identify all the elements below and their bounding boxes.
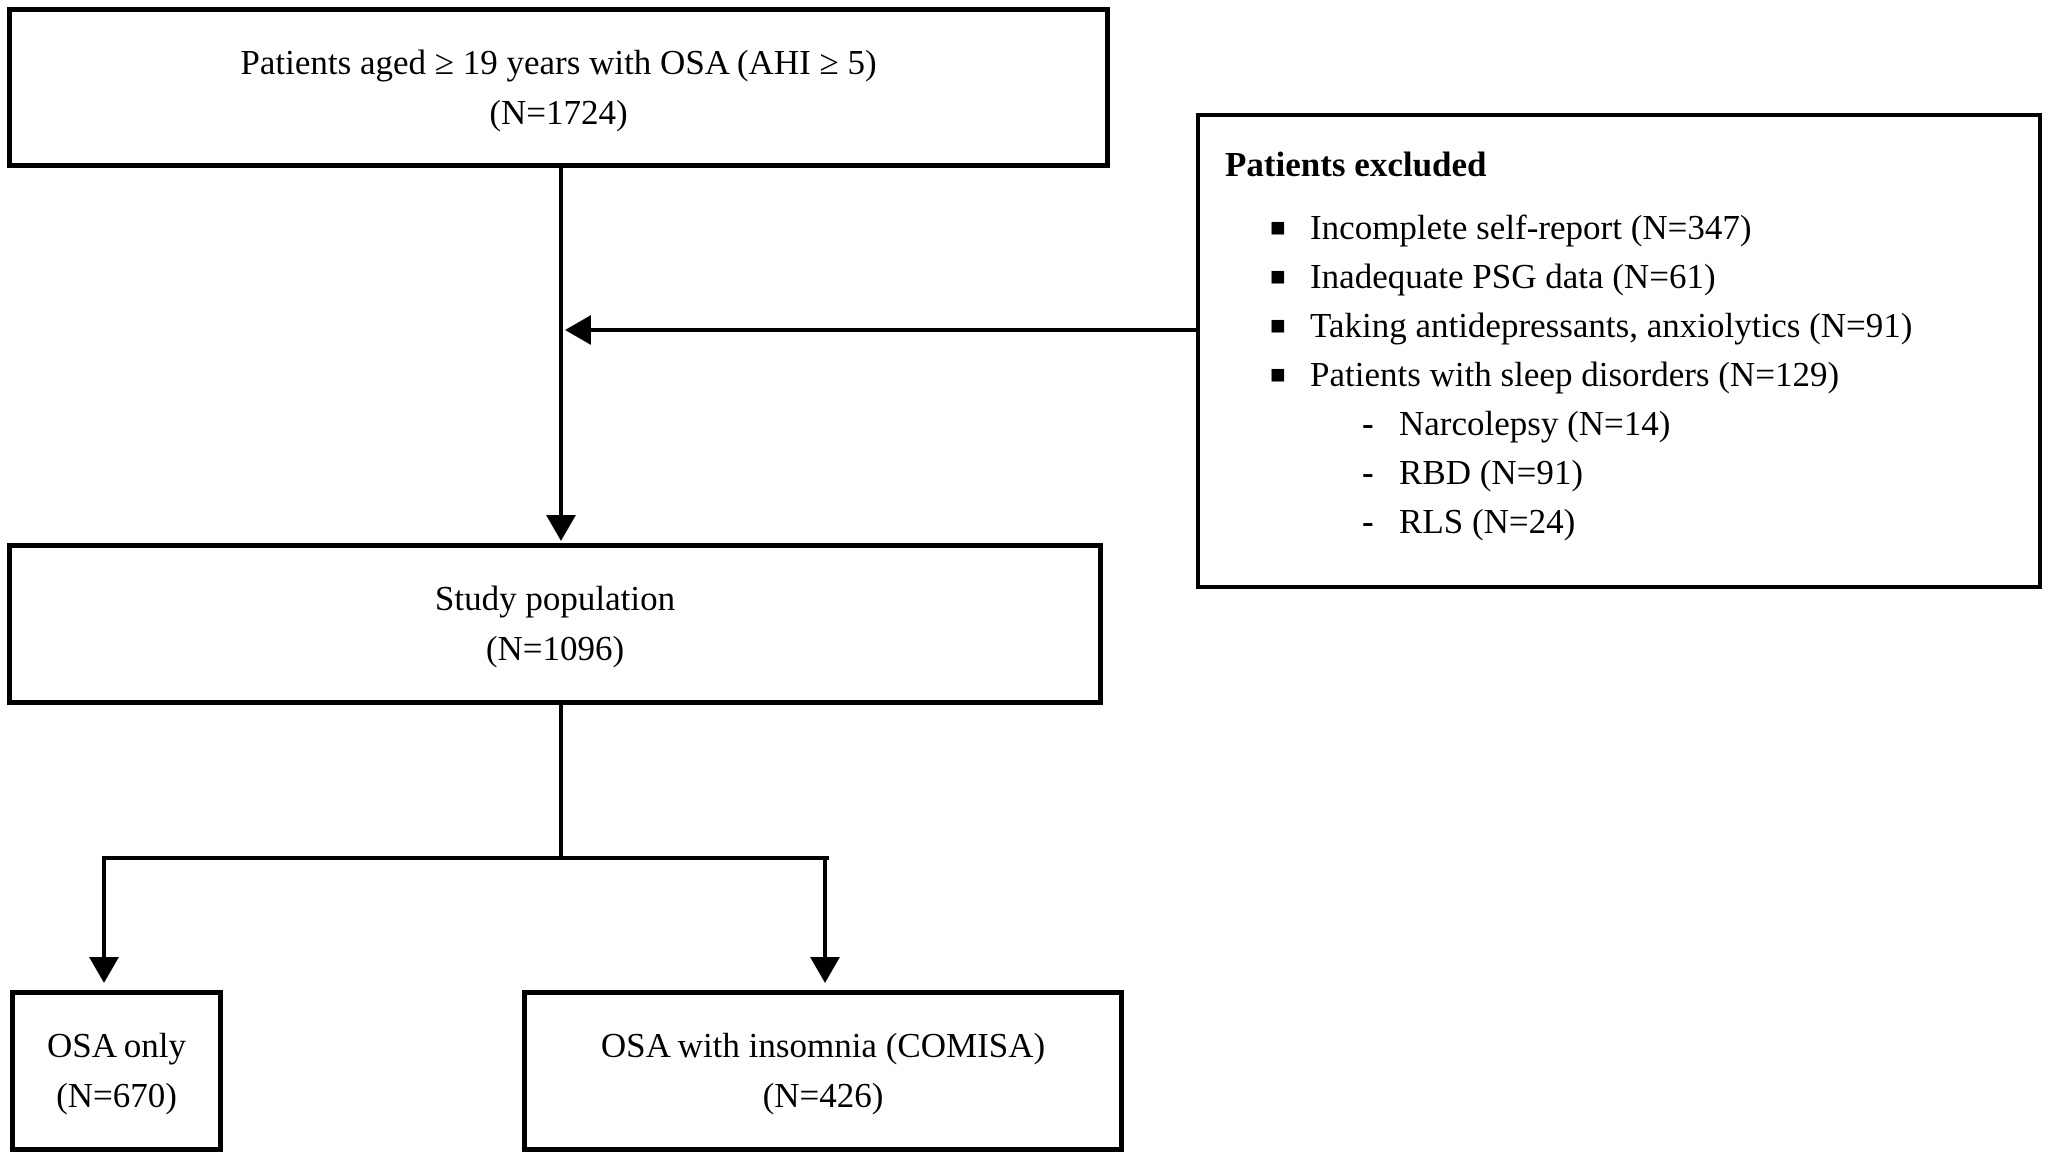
dash-bullet-icon: - (1362, 404, 1374, 443)
connector-excluded-to-main (586, 328, 1196, 332)
excluded-item-label: Taking antidepressants, anxiolytics (N=9… (1310, 306, 1913, 345)
excluded-item-label: Patients with sleep disorders (N=129) (1310, 355, 1840, 394)
osa-only-count: (N=670) (56, 1076, 177, 1115)
square-bullet-icon: ■ (1270, 262, 1286, 291)
study-population-label: Study population (434, 579, 676, 618)
connector-eligible-to-study (559, 164, 563, 515)
eligible-patients-label: Patients aged ≥ 19 years with OSA (AHI ≥… (240, 42, 877, 82)
comisa-count: (N=426) (762, 1076, 884, 1115)
excluded-list: ■ Incomplete self-report (N=347) ■ Inade… (1200, 203, 2038, 546)
comisa-label: OSA with insomnia (COMISA) (600, 1026, 1046, 1065)
excluded-subitem-label: RLS (N=24) (1399, 502, 1576, 541)
osa-only-box: OSA only (N=670) (10, 990, 223, 1152)
excluded-title: Patients excluded (1225, 145, 1487, 184)
excluded-subitem-rls: - RLS (N=24) (1200, 497, 2038, 546)
square-bullet-icon: ■ (1270, 311, 1286, 340)
branch-horizontal-line (102, 856, 829, 860)
square-bullet-icon: ■ (1270, 360, 1286, 389)
excluded-item-incomplete-self-report: ■ Incomplete self-report (N=347) (1200, 203, 2038, 252)
excluded-item-label: Inadequate PSG data (N=61) (1310, 257, 1716, 296)
excluded-subitem-rbd: - RBD (N=91) (1200, 448, 2038, 497)
study-population-box: Study population (N=1096) (7, 543, 1103, 705)
excluded-item-medications: ■ Taking antidepressants, anxiolytics (N… (1200, 301, 2038, 350)
eligible-patients-count: (N=1724) (489, 92, 628, 132)
arrowhead-down-osa-only-icon (89, 957, 119, 983)
dash-bullet-icon: - (1362, 502, 1374, 541)
connector-branch-to-osa-only (102, 858, 106, 958)
excluded-subitem-label: RBD (N=91) (1399, 453, 1584, 492)
comisa-box: OSA with insomnia (COMISA) (N=426) (522, 990, 1124, 1152)
excluded-patients-box: Patients excluded ■ Incomplete self-repo… (1196, 113, 2042, 589)
dash-bullet-icon: - (1362, 453, 1374, 492)
arrowhead-down-study-icon (546, 515, 576, 541)
arrowhead-left-excluded-icon (565, 315, 591, 345)
eligible-patients-box: Patients aged ≥ 19 years with OSA (AHI ≥… (7, 7, 1110, 168)
excluded-item-sleep-disorders: ■ Patients with sleep disorders (N=129) (1200, 350, 2038, 399)
arrowhead-down-comisa-icon (810, 957, 840, 983)
excluded-subitem-narcolepsy: - Narcolepsy (N=14) (1200, 399, 2038, 448)
square-bullet-icon: ■ (1270, 213, 1286, 242)
connector-branch-to-comisa (823, 858, 827, 958)
study-population-count: (N=1096) (485, 629, 625, 668)
excluded-item-label: Incomplete self-report (N=347) (1310, 208, 1752, 247)
connector-study-to-branch (559, 703, 563, 860)
osa-only-label: OSA only (46, 1026, 187, 1065)
excluded-subitem-label: Narcolepsy (N=14) (1399, 404, 1671, 443)
excluded-item-inadequate-psg: ■ Inadequate PSG data (N=61) (1200, 252, 2038, 301)
